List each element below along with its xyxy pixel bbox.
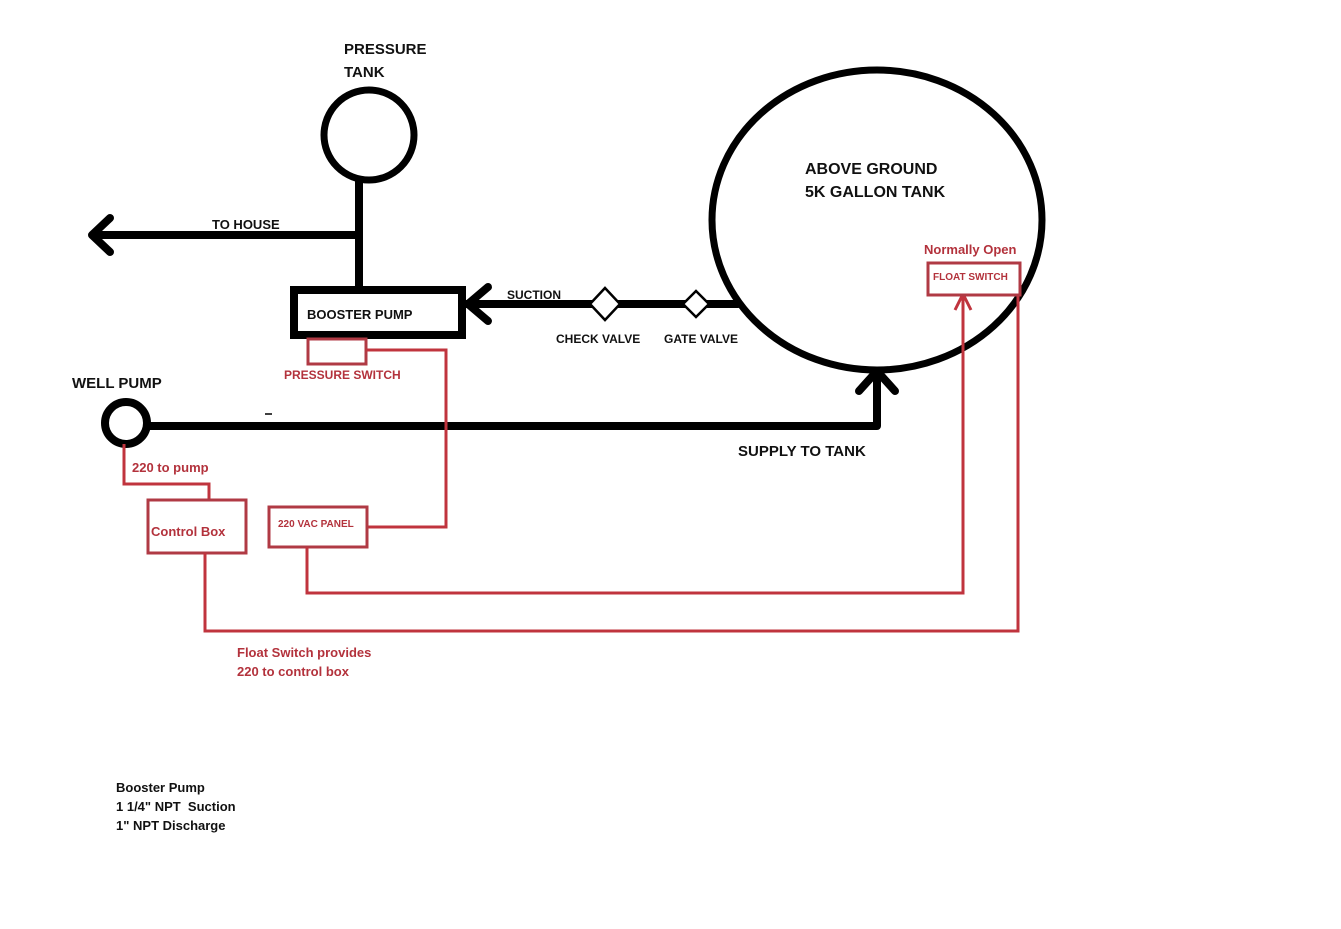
supply-pipe bbox=[144, 368, 881, 430]
above-ground-tank-label-line1: ABOVE GROUND bbox=[805, 161, 937, 178]
spec-note-line2: 1 1/4" NPT Suction bbox=[116, 799, 236, 814]
pressure-switch bbox=[306, 337, 368, 366]
float-switch-label: FLOAT SWITCH bbox=[933, 272, 1008, 283]
booster-pump-label: BOOSTER PUMP bbox=[307, 307, 413, 322]
gate-valve-label: GATE VALVE bbox=[664, 332, 738, 346]
check-valve-icon bbox=[588, 286, 622, 322]
spec-note-line3: 1" NPT Discharge bbox=[116, 818, 225, 833]
suction-arrowhead-icon bbox=[464, 283, 492, 325]
panel-to-float-wire bbox=[305, 297, 965, 595]
gate-valve-icon bbox=[681, 289, 711, 319]
check-valve-label: CHECK VALVE bbox=[556, 332, 640, 346]
above-ground-tank bbox=[708, 66, 1046, 374]
spec-note-line1: Booster Pump bbox=[116, 780, 205, 795]
vac-panel bbox=[267, 505, 369, 549]
to-pump-label: 220 to pump bbox=[132, 460, 209, 475]
pressure-tank bbox=[320, 86, 418, 184]
pressure-tank-label-line2: TANK bbox=[344, 64, 385, 81]
normally-open-label: Normally Open bbox=[924, 242, 1017, 257]
to-house-label: TO HOUSE bbox=[212, 217, 280, 232]
supply-to-tank-label: SUPPLY TO TANK bbox=[738, 443, 866, 460]
control-to-float-wire bbox=[203, 296, 1020, 633]
well-pump bbox=[101, 398, 151, 448]
suction-label: SUCTION bbox=[507, 288, 561, 302]
float-note-line1: Float Switch provides bbox=[237, 645, 371, 660]
pump-power-wire bbox=[122, 444, 211, 500]
control-box-label: Control Box bbox=[151, 524, 226, 539]
vac-panel-label: 220 VAC PANEL bbox=[278, 519, 354, 530]
above-ground-tank-label-line2: 5K GALLON TANK bbox=[805, 184, 946, 201]
pressure-switch-wire bbox=[366, 348, 448, 529]
control-box bbox=[146, 498, 248, 555]
pressure-tank-label-line1: PRESSURE bbox=[344, 41, 427, 58]
booster-pump bbox=[290, 286, 466, 339]
to-house-arrowhead-icon bbox=[88, 214, 114, 256]
well-pump-label: WELL PUMP bbox=[72, 375, 162, 392]
supply-arrowhead-icon bbox=[855, 367, 899, 395]
float-note-line2: 220 to control box bbox=[237, 664, 350, 679]
pressure-switch-label: PRESSURE SWITCH bbox=[284, 368, 401, 382]
float-switch bbox=[926, 261, 1022, 297]
